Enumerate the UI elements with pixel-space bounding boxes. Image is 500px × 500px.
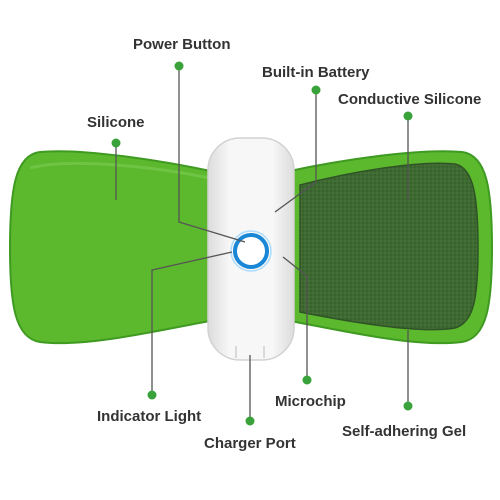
leader-built-in-battery	[274, 90, 317, 213]
self-adhering-gel-area	[299, 162, 479, 331]
dot-charger-port	[245, 416, 255, 426]
leader-indicator-light	[151, 251, 233, 394]
dot-built-in-battery	[311, 85, 321, 95]
dot-power-button	[174, 61, 184, 71]
label-silicone: Silicone	[87, 114, 145, 131]
dot-silicone	[111, 138, 121, 148]
dot-self-adhering-gel	[403, 401, 413, 411]
left-silicone-pad	[8, 150, 216, 345]
label-conductive-silicone: Conductive Silicone	[338, 91, 482, 108]
label-power-button: Power Button	[133, 36, 231, 53]
label-charger-port: Charger Port	[204, 435, 296, 452]
dot-conductive-silicone	[403, 111, 413, 121]
dot-microchip	[302, 375, 312, 385]
label-indicator-light: Indicator Light	[97, 408, 202, 425]
leader-power-button	[178, 67, 246, 243]
label-self-adhering-gel: Self-adhering Gel	[342, 423, 467, 440]
label-microchip: Microchip	[275, 393, 346, 410]
indicator-light-icon[interactable]	[230, 230, 272, 272]
left-silicone-highlight	[29, 162, 211, 180]
charger-port-marks	[235, 346, 265, 358]
dot-indicator-light	[147, 390, 157, 400]
label-built-in-battery: Built-in Battery	[262, 64, 370, 81]
leader-microchip	[282, 256, 308, 379]
